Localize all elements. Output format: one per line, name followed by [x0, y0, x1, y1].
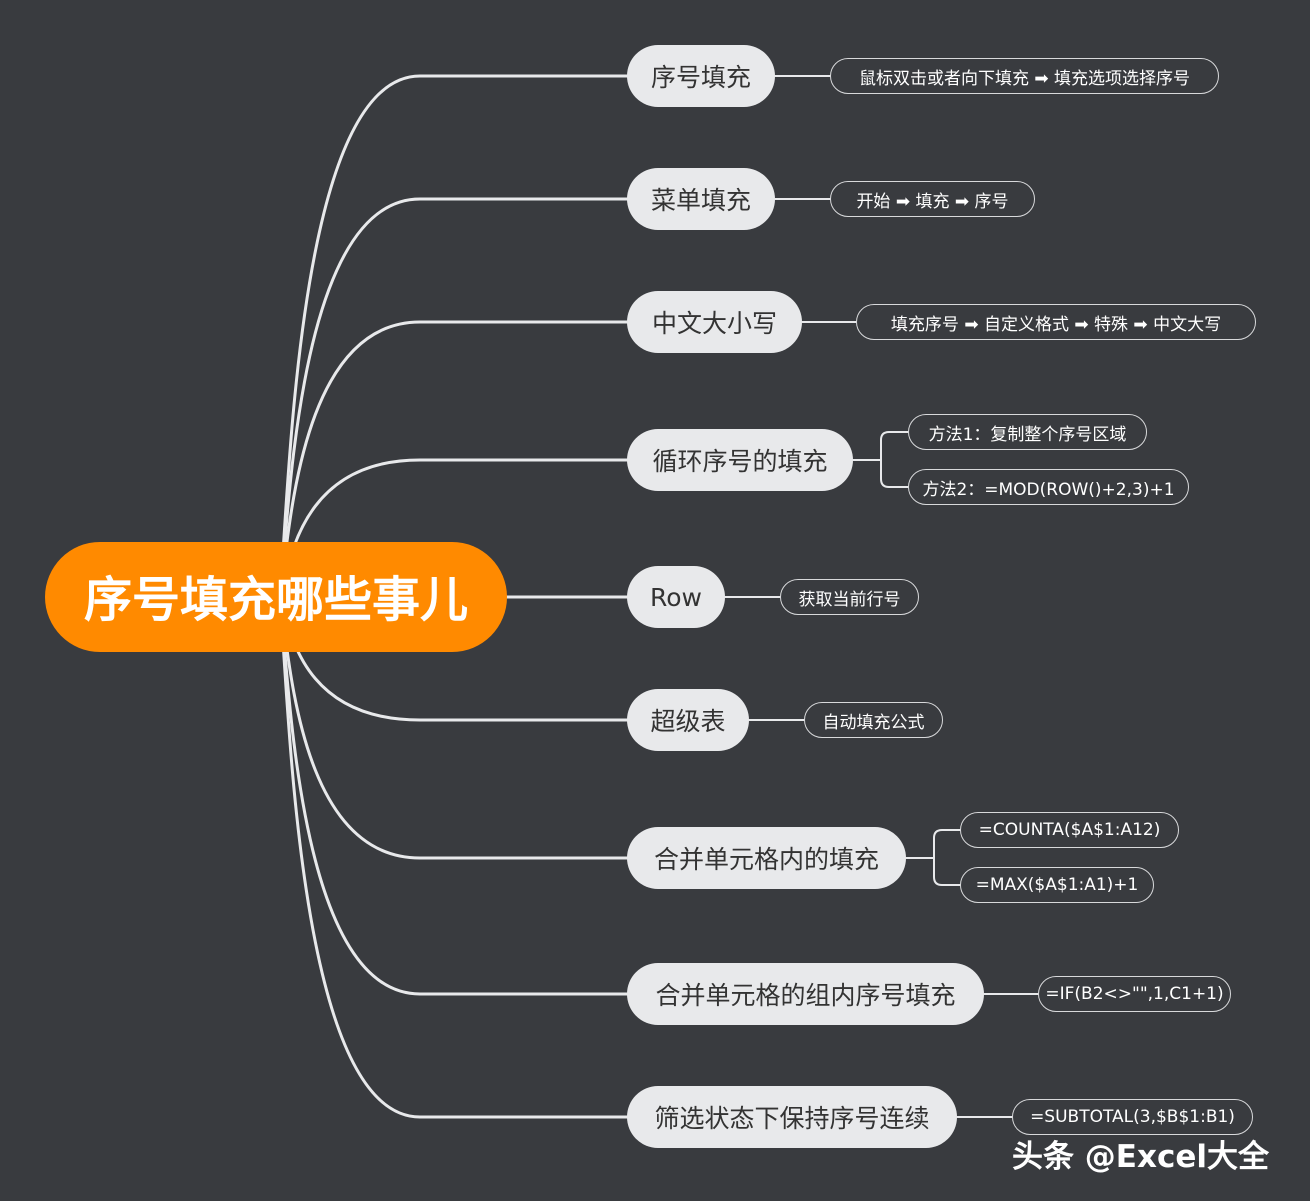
branch-leaf-connector: [933, 857, 961, 886]
root-branch-connector: [278, 74, 631, 599]
branch-node: 合并单元格的组内序号填充: [627, 963, 984, 1025]
branch-leaf-connector: [933, 829, 961, 859]
leaf-node: 获取当前行号: [780, 579, 919, 615]
branch-node: 超级表: [627, 689, 749, 751]
branch-leaf-connector: [880, 459, 909, 488]
branch-leaf-connector: [880, 431, 909, 461]
root-branch-connector: [278, 197, 631, 599]
watermark-text: 头条 @Excel大全: [1012, 1138, 1269, 1175]
leaf-node: =MAX($A$1:A1)+1: [960, 867, 1154, 903]
branch-node: 中文大小写: [627, 291, 802, 353]
root-node: 序号填充哪些事儿: [45, 542, 507, 652]
branch-node: 菜单填充: [627, 168, 775, 230]
branch-node: 循环序号的填充: [627, 429, 853, 491]
leaf-node: =SUBTOTAL(3,$B$1:B1): [1012, 1099, 1253, 1135]
branch-node: Row: [627, 566, 725, 628]
branch-node: 合并单元格内的填充: [627, 827, 906, 889]
leaf-node: 鼠标双击或者向下填充 ➡ 填充选项选择序号: [830, 58, 1219, 94]
leaf-node: 开始 ➡ 填充 ➡ 序号: [830, 181, 1035, 217]
leaf-node: 自动填充公式: [804, 702, 943, 738]
leaf-node: =IF(B2<>"",1,C1+1): [1038, 976, 1231, 1012]
leaf-node: =COUNTA($A$1:A12): [960, 812, 1179, 848]
root-branch-connector: [278, 595, 631, 996]
root-branch-connector: [278, 595, 631, 1119]
leaf-node: 方法2：=MOD(ROW()+2,3)+1: [908, 469, 1189, 505]
leaf-node: 方法1：复制整个序号区域: [908, 414, 1147, 450]
leaf-node: 填充序号 ➡ 自定义格式 ➡ 特殊 ➡ 中文大写: [856, 304, 1256, 340]
branch-node: 筛选状态下保持序号连续: [627, 1086, 957, 1148]
branch-node: 序号填充: [627, 45, 775, 107]
